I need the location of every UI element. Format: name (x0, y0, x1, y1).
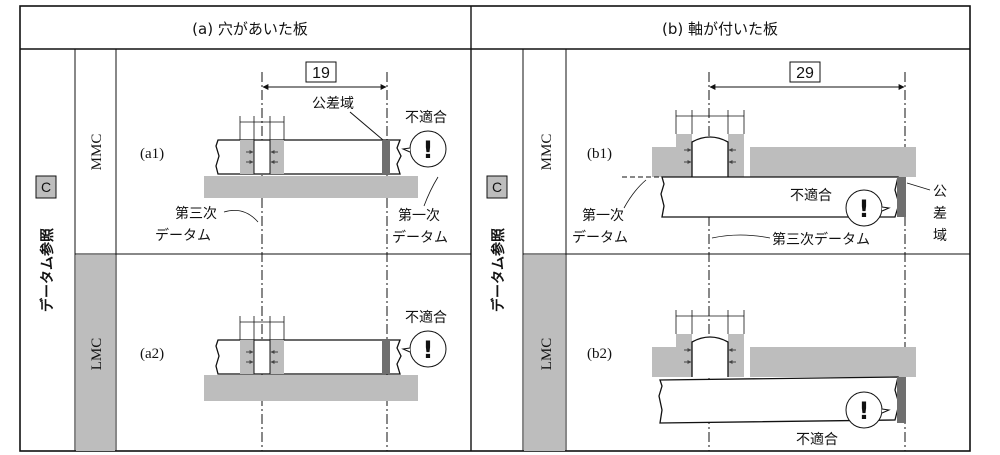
datum-reference-a: C データム参照 (35, 175, 57, 312)
dimension-value-a1: 19 (312, 65, 330, 82)
lmc-cell-shade-a (76, 255, 115, 451)
panel-a2-label: (a2) (140, 346, 164, 362)
panel-a1-label: (a1) (140, 146, 164, 162)
panel-b2-label: (b2) (587, 346, 612, 362)
datum-reference-label-a: データム参照 (39, 228, 56, 312)
tertiary-datum-label-b1: 第三次データム (772, 231, 870, 248)
shaft-zone-right-b1 (728, 134, 744, 177)
plate-a1 (215, 139, 402, 175)
shaft-zone-right-b2 (728, 334, 744, 377)
nonconform-label-a1: 不適合 (405, 109, 447, 126)
datum-c-box-b (486, 175, 508, 199)
hole-zone-right-a1 (270, 140, 284, 174)
dimension-box-a1 (305, 61, 337, 83)
tertiary-datum-label-a1-l1: 第三次 (175, 205, 217, 222)
warning-mark-b1: ! (859, 195, 870, 223)
hole-zone-right-a2 (270, 340, 284, 374)
datum-plane-a2 (204, 375, 418, 401)
lmc-cell-shade-b (524, 255, 565, 451)
primary-datum-label-b1-l2: データム (572, 229, 628, 246)
dimension-value-b1: 29 (796, 65, 814, 82)
tolerance-zone-label-b1-2: 差 (933, 206, 947, 222)
panel-a2: (a2) 不適合 ! (140, 309, 447, 401)
panel-b2: (b2) ! 不適合 (587, 310, 916, 448)
edge-tolerance-zone-a1 (382, 140, 390, 174)
primary-datum-label-b1-l1: 第一次 (582, 207, 624, 224)
edge-tolerance-zone-b1 (897, 177, 906, 217)
tertiary-datum-label-a1-l2: データム (155, 227, 211, 244)
nonconform-label-a2: 不適合 (405, 309, 447, 326)
nonconform-label-b2: 不適合 (796, 431, 838, 448)
shaft-b1 (691, 136, 729, 177)
tolerance-zone-label-b1-3: 域 (933, 228, 947, 244)
plate-b1 (660, 176, 900, 218)
nonconform-label-b1: 不適合 (790, 187, 832, 204)
shaft-zone-left-b2 (676, 334, 692, 377)
hole-zone-left-a1 (240, 140, 254, 174)
panel-a1: (a1) 19 公差域 不適合 ! 第三次 データム (140, 61, 448, 246)
primary-datum-label-a1-l2: データム (392, 229, 448, 246)
warning-mark-a1: ! (423, 136, 434, 164)
datum-plane-right-b1 (750, 147, 916, 177)
edge-tolerance-zone-b2 (897, 377, 906, 423)
condition-lmc-b: LMC (539, 338, 555, 371)
edge-tolerance-zone-a2 (382, 340, 390, 374)
tolerance-zone-label-a1: 公差域 (312, 96, 354, 112)
datum-c-letter-b: C (492, 179, 502, 195)
datum-reference-label-b: データム参照 (490, 228, 507, 312)
datum-c-box-a (35, 175, 57, 199)
plate-b2 (658, 376, 900, 424)
hole-zone-left-a2 (240, 340, 254, 374)
datum-plane-a1 (204, 176, 418, 198)
condition-mmc-a: MMC (89, 134, 105, 171)
datum-plane-right-b2 (750, 347, 916, 377)
shaft-zone-left-b1 (676, 134, 692, 177)
primary-datum-label-a1-l1: 第一次 (398, 207, 440, 224)
panel-b1-label: (b1) (587, 146, 612, 162)
panel-b1: (b1) 29 公 差 域 不適合 ! 第一次 データム (572, 61, 947, 248)
warning-mark-a2: ! (423, 336, 434, 364)
dimension-box-b1 (789, 61, 821, 83)
plate-a2 (215, 339, 402, 375)
table-frame (19, 5, 971, 452)
datum-reference-b: C データム参照 (486, 175, 508, 312)
condition-mmc-b: MMC (539, 134, 555, 171)
tolerance-zone-label-b1-1: 公 (933, 184, 947, 200)
header-col-a: (a) 穴があいた板 (192, 20, 308, 38)
warning-mark-b2: ! (859, 397, 870, 425)
condition-lmc-a: LMC (89, 338, 105, 371)
header-col-b: (b) 軸が付いた板 (662, 20, 778, 38)
shaft-b2 (691, 336, 729, 377)
datum-c-letter-a: C (41, 179, 51, 195)
datum-plane-left-b2 (652, 347, 676, 377)
datum-plane-left-b1 (652, 147, 676, 177)
